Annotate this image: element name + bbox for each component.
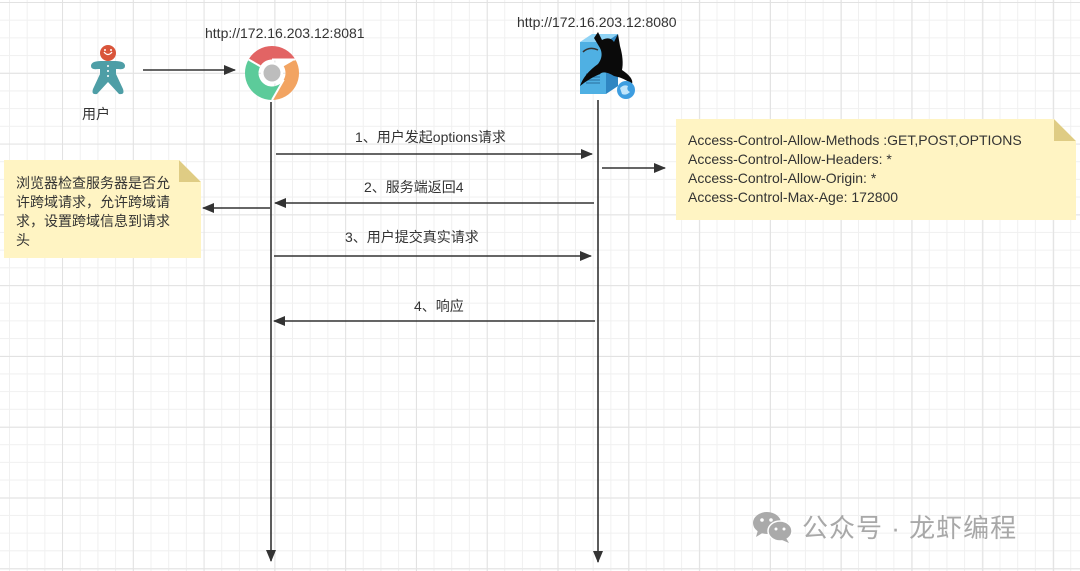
watermark: 公众号 · 龙虾编程 — [752, 508, 1017, 545]
message-4-label: 4、响应 — [414, 298, 464, 314]
server-url-label: http://172.16.203.12:8080 — [517, 14, 677, 30]
cors-header-line: Access-Control-Allow-Headers: * — [688, 151, 892, 167]
watermark-text: 公众号 · 龙虾编程 — [802, 513, 1018, 543]
cors-header-line: Access-Control-Allow-Methods :GET,POST,O… — [688, 132, 1022, 148]
browser-note-line: 头 — [16, 232, 30, 248]
browser-note: 浏览器检查服务器是否允 许跨域请求，允许跨域请 求，设置跨域信息到请求 头 — [4, 160, 201, 258]
cors-header-line: Access-Control-Max-Age: 172800 — [688, 189, 899, 205]
user-label: 用户 — [82, 106, 110, 122]
browser-note-line: 许跨域请求，允许跨域请 — [16, 194, 170, 210]
server-actor — [574, 30, 638, 100]
wechat-icon — [753, 511, 793, 543]
browser-note-line: 求，设置跨域信息到请求 — [16, 213, 170, 229]
server-cors-headers-note: Access-Control-Allow-Methods :GET,POST,O… — [676, 119, 1076, 220]
browser-actor — [244, 45, 300, 101]
user-actor — [88, 44, 128, 100]
chrome-icon — [244, 45, 300, 101]
browser-note-line: 浏览器检查服务器是否允 — [16, 175, 170, 191]
message-3-label: 3、用户提交真实请求 — [345, 229, 479, 245]
tomcat-server-icon — [580, 32, 635, 99]
gingerbread-user-icon — [91, 45, 125, 95]
browser-url-label: http://172.16.203.12:8081 — [205, 25, 365, 41]
message-2-label: 2、服务端返回4 — [364, 179, 464, 195]
cors-header-line: Access-Control-Allow-Origin: * — [688, 170, 877, 186]
message-1-label: 1、用户发起options请求 — [355, 129, 506, 145]
